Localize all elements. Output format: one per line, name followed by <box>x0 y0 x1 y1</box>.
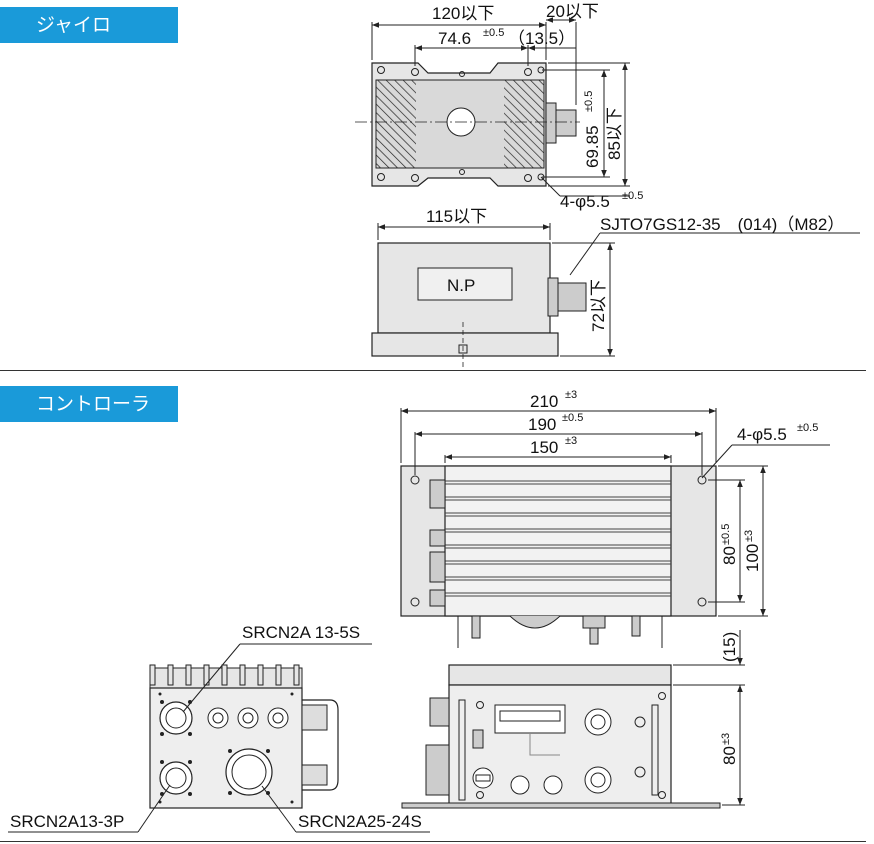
gyro-nameplate: N.P <box>447 276 475 295</box>
section-badge-controller: コントローラ <box>0 386 178 422</box>
controller-front-view <box>401 664 721 809</box>
controller-dim-190-tol: ±0.5 <box>562 412 583 424</box>
controller-dim-100-tol: ±3 <box>743 530 755 542</box>
controller-top-dimensions: 210 ±3 190 ±0.5 150 ±3 4-φ5.5 ±0.5 80 ±0… <box>400 389 830 617</box>
gyro-dim-hole-vertical: 69.85 <box>583 125 602 168</box>
gyro-dim-hole-pitch: 74.6 <box>438 29 471 48</box>
gyro-dim-side-width: 115以下 <box>426 207 487 226</box>
gyro-dim-hole-vertical-tol: ±0.5 <box>583 91 595 112</box>
controller-dim-190: 190 <box>528 415 556 434</box>
gyro-dim-width-total: 120以下 <box>432 4 494 23</box>
section-divider-top <box>0 370 866 371</box>
gyro-top-view <box>355 62 580 187</box>
gyro-side-dimensions: 115以下 SJTO7GS12-35 (014)（M82） 72以下 <box>377 207 860 357</box>
controller-dim-holes: 4-φ5.5 <box>737 425 787 444</box>
section-divider-bottom <box>0 841 866 842</box>
gyro-top-dimensions: 120以下 20以下 74.6 ±0.5 （13.5） 69.85 ±0.5 8… <box>371 2 643 211</box>
controller-dim-front-80: 80 <box>720 746 739 765</box>
gyro-side-view: N.P <box>371 242 587 368</box>
connector-label-25-24s: SRCN2A25-24S <box>298 812 422 831</box>
gyro-dim-side-height: 72以下 <box>589 279 608 332</box>
controller-dim-front-80-tol: ±3 <box>720 733 732 745</box>
controller-dim-150: 150 <box>530 438 558 457</box>
gyro-dim-hole-pitch-tol: ±0.5 <box>483 27 504 39</box>
controller-dim-15: (15) <box>720 632 739 662</box>
connector-label-13-3p: SRCN2A13-3P <box>10 812 124 831</box>
controller-front-dimensions: (15) 80 ±3 <box>673 630 745 806</box>
gyro-dim-connector-ref: （13.5） <box>508 29 575 48</box>
connector-label-13-5s: SRCN2A 13-5S <box>242 623 360 642</box>
controller-top-view <box>400 465 717 648</box>
controller-dim-80-tol: ±0.5 <box>720 524 732 545</box>
controller-dim-100: 100 <box>743 544 762 572</box>
controller-dim-210: 210 <box>530 392 558 411</box>
controller-side-labels: SRCN2A 13-5S SRCN2A13-3P SRCN2A25-24S <box>8 623 430 833</box>
gyro-dim-height-total: 85以下 <box>605 107 624 160</box>
controller-dim-holes-tol: ±0.5 <box>797 422 818 434</box>
gyro-connector-label: SJTO7GS12-35 (014)（M82） <box>600 215 844 234</box>
controller-dim-150-tol: ±3 <box>565 435 577 447</box>
controller-side-view <box>149 664 339 809</box>
section-badge-gyro: ジャイロ <box>0 7 178 43</box>
gyro-dim-connector: 20以下 <box>546 2 599 21</box>
gyro-dim-holes: 4-φ5.5 <box>560 192 610 211</box>
gyro-dim-holes-tol: ±0.5 <box>622 190 643 202</box>
controller-dim-210-tol: ±3 <box>565 389 577 401</box>
controller-dim-80: 80 <box>720 546 739 565</box>
